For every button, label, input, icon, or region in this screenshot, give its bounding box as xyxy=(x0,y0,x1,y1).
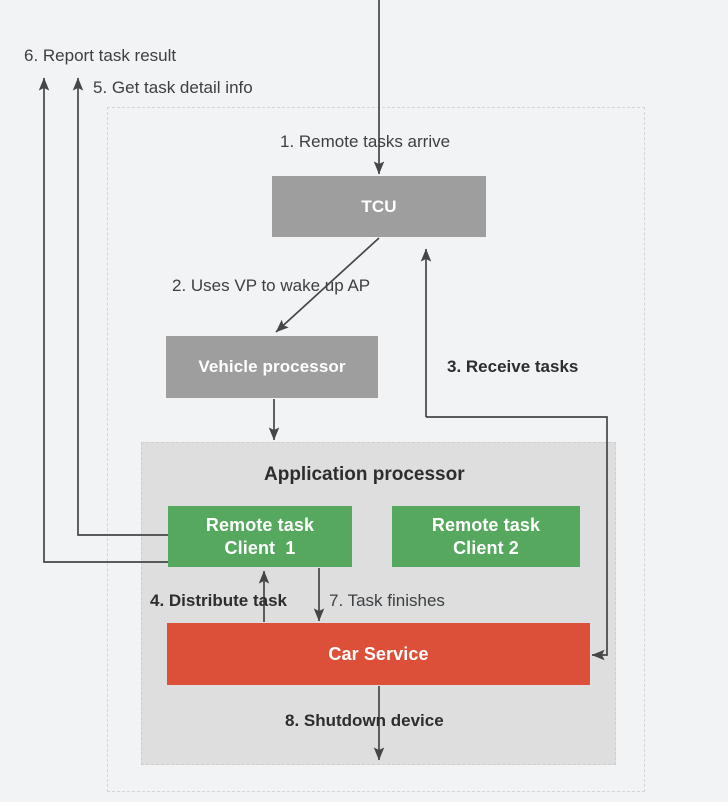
application-processor-label: Application processor xyxy=(264,464,465,485)
step-label-6: 6. Report task result xyxy=(24,46,177,65)
node-tcu[interactable]: TCU xyxy=(272,176,486,237)
node-remote-task-client-2[interactable]: Remote task Client 2 xyxy=(392,506,580,567)
node-car-service[interactable]: Car Service xyxy=(167,623,590,685)
step-label-5: 5. Get task detail info xyxy=(93,78,253,97)
step-label-2: 2. Uses VP to wake up AP xyxy=(172,276,371,295)
step-label-1: 1. Remote tasks arrive xyxy=(280,132,451,151)
node-vehicle-processor[interactable]: Vehicle processor xyxy=(166,336,378,398)
step-label-7: 7. Task finishes xyxy=(329,591,445,610)
node-remote-task-client-1[interactable]: Remote task Client 1 xyxy=(168,506,352,567)
step-label-8: 8. Shutdown device xyxy=(285,711,444,730)
step-label-4: 4. Distribute task xyxy=(150,591,287,610)
step-label-3: 3. Receive tasks xyxy=(447,357,579,376)
